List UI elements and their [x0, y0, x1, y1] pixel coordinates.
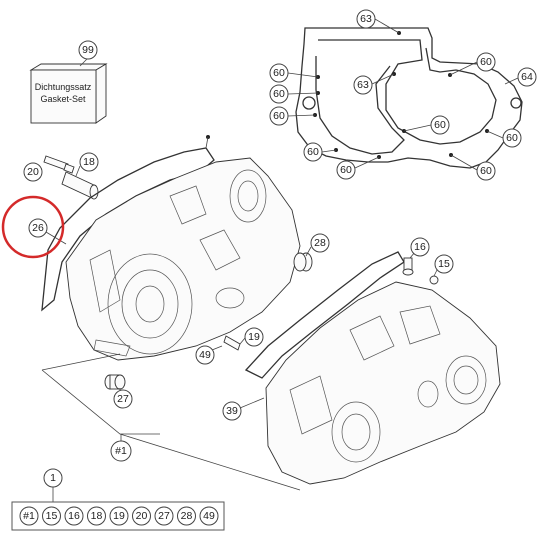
svg-text:60: 60 — [273, 67, 285, 79]
callout-18[interactable]: 18 — [79, 152, 99, 172]
screw-19 — [223, 335, 241, 351]
washer-15 — [429, 275, 439, 285]
gasket-screws — [313, 31, 489, 159]
svg-text:63: 63 — [360, 13, 372, 25]
callout-16[interactable]: 16 — [410, 237, 430, 257]
callout-20[interactable]: 20 — [23, 162, 43, 182]
svg-text:60: 60 — [307, 146, 319, 158]
svg-text:20: 20 — [27, 166, 39, 178]
callout-60-a[interactable]: 60 — [269, 63, 289, 83]
callout-60-f[interactable]: 60 — [502, 128, 522, 148]
callout-64[interactable]: 64 — [517, 67, 537, 87]
kit-item-27[interactable]: 27 — [154, 506, 174, 526]
callout-26[interactable]: 26 — [28, 218, 48, 238]
svg-text:15: 15 — [438, 258, 450, 270]
dowel-pin — [43, 155, 75, 174]
kit-label-line1: Dichtungssatz — [35, 82, 92, 92]
callout-27[interactable]: 27 — [113, 389, 133, 409]
sleeve-27 — [104, 374, 126, 390]
kit-item-49[interactable]: 49 — [199, 506, 219, 526]
svg-text:19: 19 — [113, 510, 125, 522]
svg-text:16: 16 — [414, 241, 426, 253]
svg-text:15: 15 — [46, 510, 58, 522]
callout-60-d[interactable]: 60 — [476, 52, 496, 72]
crankcase-gasket — [295, 27, 523, 169]
callout-39[interactable]: 39 — [222, 401, 242, 421]
callout-15[interactable]: 15 — [434, 254, 454, 274]
callout-60-e[interactable]: 60 — [430, 115, 450, 135]
callout-49[interactable]: 49 — [195, 345, 215, 365]
callout-60-c[interactable]: 60 — [269, 106, 289, 126]
svg-text:64: 64 — [521, 71, 533, 83]
left-case-gasket — [41, 135, 215, 312]
svg-text:39: 39 — [226, 405, 238, 417]
svg-text:18: 18 — [91, 510, 103, 522]
callout-60-b[interactable]: 60 — [269, 84, 289, 104]
sleeve — [61, 171, 99, 200]
svg-text:27: 27 — [117, 393, 129, 405]
highlight-ring — [1, 195, 65, 259]
callout-19[interactable]: 19 — [244, 327, 264, 347]
svg-text:60: 60 — [506, 132, 518, 144]
svg-text:60: 60 — [273, 110, 285, 122]
callout-60-h[interactable]: 60 — [336, 160, 356, 180]
svg-text:#1: #1 — [115, 445, 127, 457]
svg-text:49: 49 — [199, 349, 211, 361]
svg-text:20: 20 — [136, 510, 148, 522]
kit-label-line2: Gasket-Set — [40, 94, 86, 104]
callout-hash1[interactable]: #1 — [110, 440, 132, 462]
svg-text:1: 1 — [50, 472, 56, 484]
kit-contents-row: #1 15 16 18 19 20 27 28 49 — [19, 506, 219, 526]
bolt-16 — [402, 257, 414, 276]
svg-text:19: 19 — [248, 331, 260, 343]
callout-28[interactable]: 28 — [310, 233, 330, 253]
svg-text:60: 60 — [273, 88, 285, 100]
svg-text:60: 60 — [480, 165, 492, 177]
kit-item-18[interactable]: 18 — [87, 506, 106, 526]
svg-text:#1: #1 — [23, 510, 35, 522]
kit-item-15[interactable]: 15 — [42, 506, 61, 526]
callout-99[interactable]: 99 — [78, 40, 98, 60]
kit-item-19[interactable]: 19 — [109, 506, 129, 526]
svg-text:49: 49 — [203, 510, 215, 522]
gasket-set-box: Dichtungssatz Gasket-Set — [29, 63, 108, 124]
left-crankcase-half — [65, 157, 301, 361]
callout-1[interactable]: 1 — [43, 468, 63, 488]
svg-text:27: 27 — [158, 510, 170, 522]
svg-text:63: 63 — [357, 79, 369, 91]
svg-text:16: 16 — [68, 510, 80, 522]
bearing-28 — [293, 252, 313, 272]
svg-text:26: 26 — [32, 222, 44, 234]
svg-text:60: 60 — [340, 164, 352, 176]
callout-63-mid[interactable]: 63 — [353, 75, 373, 95]
kit-item-28[interactable]: 28 — [177, 506, 196, 526]
svg-text:60: 60 — [434, 119, 446, 131]
callout-60-g[interactable]: 60 — [303, 142, 323, 162]
callout-63-top[interactable]: 63 — [356, 9, 376, 29]
right-crankcase-half — [265, 281, 501, 485]
svg-text:28: 28 — [181, 510, 193, 522]
kit-item-20[interactable]: 20 — [132, 506, 151, 526]
svg-text:99: 99 — [82, 44, 94, 56]
assembly-bracket — [41, 353, 301, 491]
callout-60-i[interactable]: 60 — [476, 161, 496, 181]
svg-text:18: 18 — [83, 156, 95, 168]
svg-text:60: 60 — [480, 56, 492, 68]
kit-item-hash1[interactable]: #1 — [19, 506, 39, 526]
svg-text:28: 28 — [314, 237, 326, 249]
kit-item-16[interactable]: 16 — [64, 506, 84, 526]
